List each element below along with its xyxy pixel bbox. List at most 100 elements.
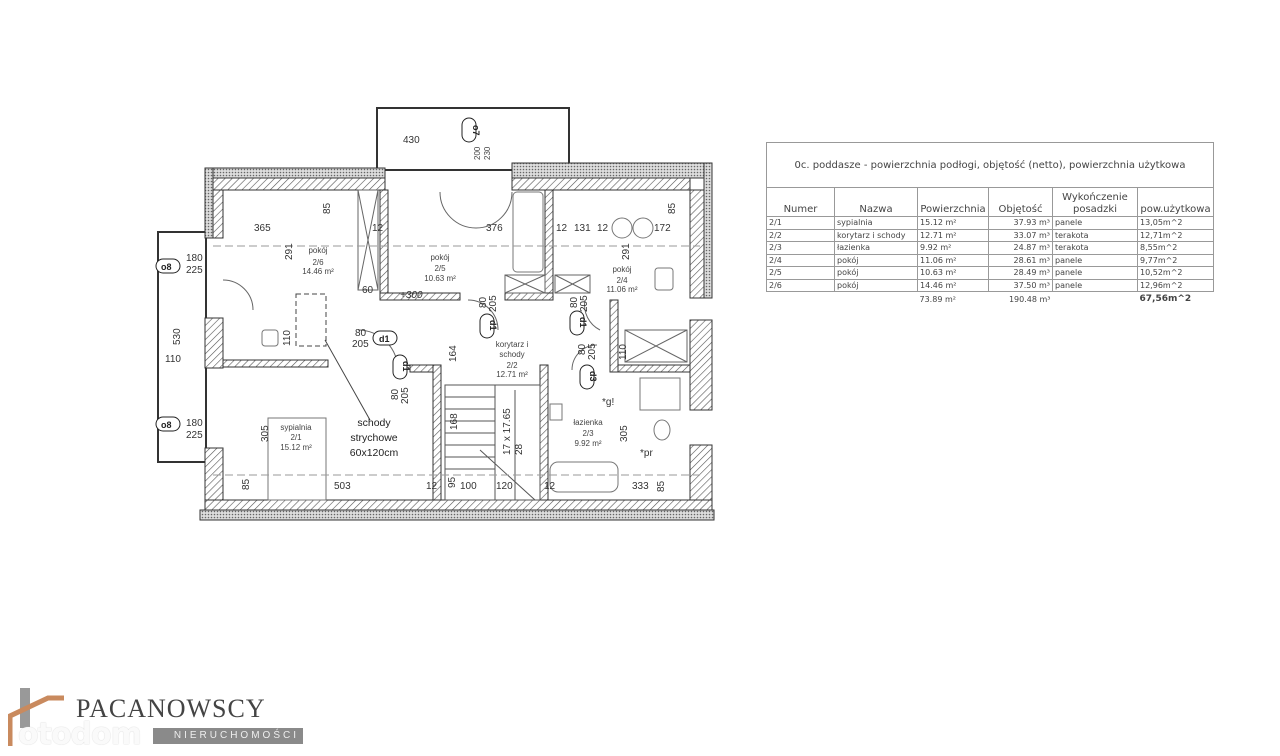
dim-225: 225 bbox=[186, 430, 203, 441]
dim-164: 164 bbox=[448, 345, 459, 362]
cell-number: 2/1 bbox=[766, 216, 835, 230]
svg-text:strychowe: strychowe bbox=[350, 432, 397, 444]
svg-text:pokój: pokój bbox=[430, 253, 449, 262]
tag-d3: d3 bbox=[579, 364, 598, 390]
cell-area: 15.12 m² bbox=[917, 216, 989, 230]
dim-205: 205 bbox=[400, 387, 411, 404]
cell-usable: 13,05m^2 bbox=[1137, 216, 1214, 230]
svg-text:d1: d1 bbox=[578, 317, 588, 328]
dim-95: 95 bbox=[447, 476, 458, 488]
watermark: otodom bbox=[18, 717, 142, 752]
svg-text:korytarz i: korytarz i bbox=[496, 340, 529, 349]
svg-text:d1: d1 bbox=[401, 361, 411, 372]
section-lines bbox=[213, 245, 700, 476]
svg-text:o7: o7 bbox=[471, 125, 481, 136]
dim-100: 100 bbox=[460, 481, 477, 492]
cell-finish: panele bbox=[1052, 216, 1138, 230]
room-2-5: pokój 2/5 10.63 m² bbox=[424, 253, 456, 283]
cell-volume: 28.61 m³ bbox=[988, 253, 1053, 267]
dim-120: 120 bbox=[496, 481, 513, 492]
svg-text:10.63 m²: 10.63 m² bbox=[424, 274, 456, 283]
dim-430: 430 bbox=[403, 135, 420, 146]
svg-text:schody: schody bbox=[499, 350, 524, 359]
dim-85: 85 bbox=[322, 202, 333, 214]
col-header: Wykończenie posadzki bbox=[1052, 187, 1138, 217]
dim-12: 12 bbox=[544, 481, 556, 492]
dim-80: 80 bbox=[569, 296, 580, 308]
svg-text:d1: d1 bbox=[488, 320, 498, 331]
cell-usable: 9,77m^2 bbox=[1137, 253, 1214, 267]
balcony-top bbox=[376, 107, 570, 171]
stair-spec: 17 x 17.65 bbox=[502, 408, 513, 455]
dim-230: 230 bbox=[483, 146, 492, 160]
outer-walls bbox=[199, 162, 715, 521]
svg-text:2/5: 2/5 bbox=[434, 264, 446, 273]
tag-pr: *pr bbox=[640, 448, 653, 459]
cell-volume: 37.50 m³ bbox=[988, 278, 1053, 292]
room-2-3: łazienka 2/3 9.92 m² bbox=[573, 418, 603, 448]
dim-80: 80 bbox=[577, 343, 588, 355]
dim-131: 131 bbox=[574, 223, 591, 234]
agency-logo: PACANOWSCY NIERUCHOMOŚCI otodom bbox=[7, 686, 308, 752]
room-2-2: korytarz i schody 2/2 12.71 m² bbox=[496, 340, 529, 379]
svg-text:d1: d1 bbox=[379, 334, 390, 344]
dim-205: 205 bbox=[488, 295, 499, 312]
cell-name: korytarz i schody bbox=[834, 228, 918, 242]
dim-60: 60 bbox=[362, 285, 374, 296]
tag-d1: d1 bbox=[372, 330, 398, 346]
dim-85: 85 bbox=[656, 480, 667, 492]
cell-number: 2/4 bbox=[766, 253, 835, 267]
dim-333: 333 bbox=[632, 481, 649, 492]
tag-d1: d1 bbox=[569, 310, 588, 336]
dim-80: 80 bbox=[478, 296, 489, 308]
dim-12: 12 bbox=[426, 481, 438, 492]
room-2-6: pokój 2/6 14.46 m² bbox=[302, 246, 334, 276]
cell-name: sypialnia bbox=[834, 216, 918, 230]
cell-number: 2/5 bbox=[766, 266, 835, 280]
col-header: pow.użytkowa bbox=[1137, 187, 1214, 217]
cell-volume: 37.93 m³ bbox=[988, 216, 1053, 230]
total-usable: 67,56m^2 bbox=[1139, 293, 1192, 304]
svg-text:2/2: 2/2 bbox=[506, 361, 518, 370]
tag-g: *g! bbox=[602, 397, 614, 408]
dim-80: 80 bbox=[390, 388, 401, 400]
svg-text:11.06 m²: 11.06 m² bbox=[607, 285, 638, 294]
table-header: Numer Nazwa Powierzchnia Objętość Wykońc… bbox=[766, 187, 1214, 217]
col-header: Nazwa bbox=[834, 187, 918, 217]
svg-text:schody: schody bbox=[357, 417, 391, 429]
dim-376: 376 bbox=[486, 223, 503, 234]
svg-text:2/3: 2/3 bbox=[582, 429, 594, 438]
dim-205: 205 bbox=[352, 339, 369, 350]
cell-area: 11.06 m² bbox=[917, 253, 989, 267]
tag-o8: o8 bbox=[155, 416, 181, 432]
dim-365: 365 bbox=[254, 223, 271, 234]
dim-291: 291 bbox=[621, 243, 632, 260]
col-header: Objętość bbox=[988, 187, 1053, 217]
svg-text:12.71 m²: 12.71 m² bbox=[496, 370, 528, 379]
cell-volume: 33.07 m³ bbox=[988, 228, 1053, 242]
dim-80: 80 bbox=[355, 328, 367, 339]
cell-finish: terakota bbox=[1052, 241, 1138, 255]
cell-name: łazienka bbox=[834, 241, 918, 255]
svg-text:d3: d3 bbox=[588, 371, 598, 382]
table-title: 0c. poddasze - powierzchnia podłogi, obj… bbox=[766, 142, 1214, 188]
dim-291: 291 bbox=[284, 243, 295, 260]
interior-walls bbox=[222, 189, 691, 501]
dim-12: 12 bbox=[597, 223, 609, 234]
cell-usable: 10,52m^2 bbox=[1137, 266, 1214, 280]
cell-finish: panele bbox=[1052, 266, 1138, 280]
dim-12: 12 bbox=[556, 223, 568, 234]
dim-168: 168 bbox=[449, 413, 460, 430]
svg-text:15.12 m²: 15.12 m² bbox=[280, 443, 312, 452]
cell-finish: panele bbox=[1052, 253, 1138, 267]
dim-180: 180 bbox=[186, 418, 203, 429]
dim-305: 305 bbox=[260, 425, 271, 442]
attic-stairs-note: schody strychowe 60x120cm bbox=[350, 417, 399, 459]
dim-110: 110 bbox=[618, 344, 629, 360]
building-icon bbox=[7, 688, 64, 746]
tag-o8: o8 bbox=[155, 258, 181, 274]
cell-area: 14.46 m² bbox=[917, 278, 989, 292]
